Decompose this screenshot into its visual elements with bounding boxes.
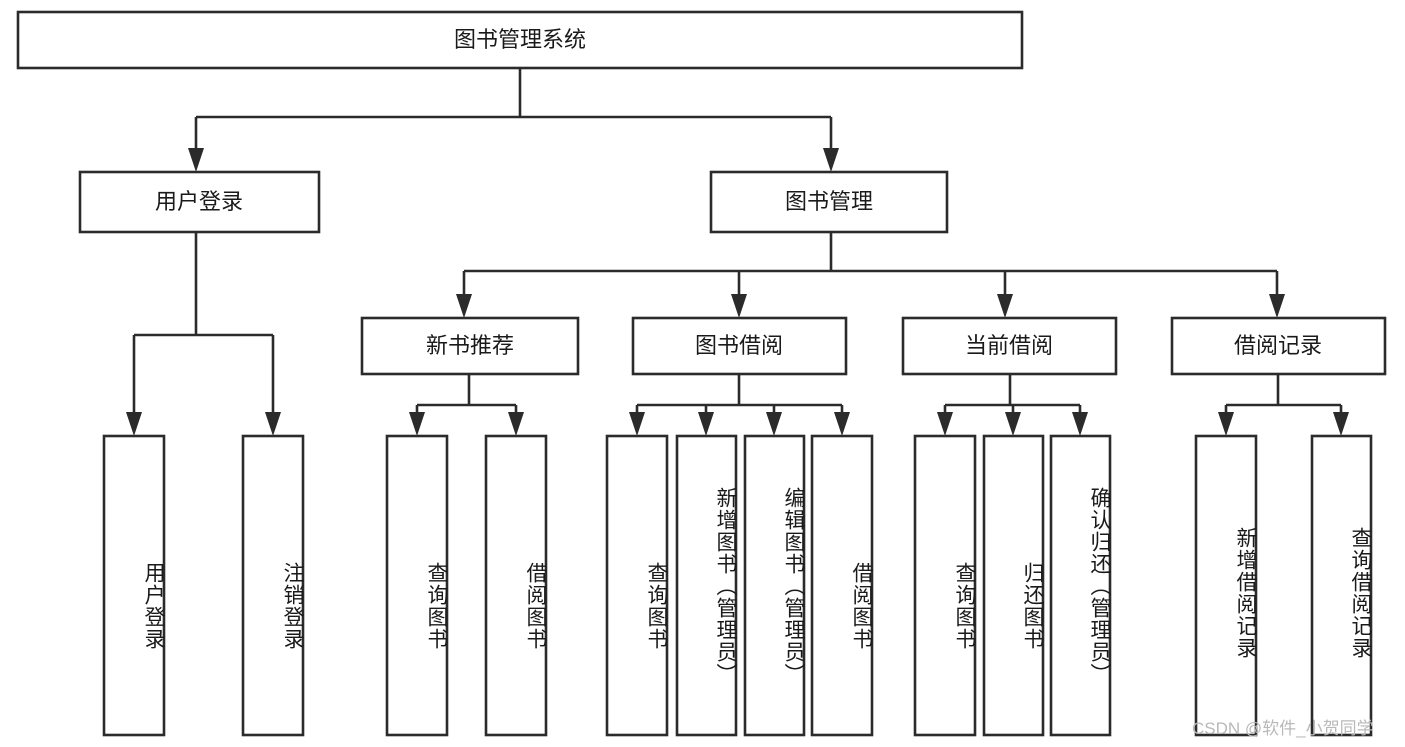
node-new-book-rec-label: 新书推荐 — [426, 333, 514, 358]
node-borrow-record-label: 借阅记录 — [1234, 333, 1322, 358]
node-book-manage[interactable]: 图书管理 — [709, 170, 949, 234]
node-book-manage-box[interactable] — [709, 170, 949, 234]
connector-group-book-manage — [456, 232, 1285, 318]
leaf-user-logout-box[interactable] — [241, 434, 305, 737]
leaf-query-book-1-box[interactable] — [385, 434, 449, 737]
node-root-label: 图书管理系统 — [454, 27, 586, 52]
node-current-borrow[interactable]: 当前借阅 — [901, 316, 1118, 376]
node-user-login[interactable]: 用户登录 — [78, 170, 321, 234]
node-borrow-record-box[interactable] — [1170, 316, 1387, 376]
arrow-leaf-borrow-book-2 — [834, 412, 850, 436]
leaf-user-login-box[interactable] — [102, 434, 166, 737]
node-current-borrow-box[interactable] — [901, 316, 1118, 376]
arrow-to-current-borrow — [997, 294, 1013, 318]
node-book-manage-label: 图书管理 — [785, 189, 873, 214]
arrow-leaf-query-record — [1333, 412, 1349, 436]
node-book-borrow[interactable]: 图书借阅 — [631, 316, 848, 376]
leaf-boxes — [102, 434, 1373, 737]
arrow-leaf-return-book — [1005, 412, 1021, 436]
leaf-query-book-2-box[interactable] — [605, 434, 669, 737]
leaf-confirm-return-box[interactable] — [1049, 434, 1112, 737]
arrow-to-borrow-record — [1269, 294, 1285, 318]
node-user-login-box[interactable] — [78, 170, 321, 234]
arrow-to-user-login — [188, 148, 204, 172]
leaf-borrow-book-1-box[interactable] — [484, 434, 548, 737]
node-root[interactable]: 图书管理系统 — [16, 10, 1024, 70]
arrow-leaf-add-record — [1218, 412, 1234, 436]
node-new-book-rec-box[interactable] — [360, 316, 580, 376]
leaf-add-record-box[interactable] — [1194, 434, 1258, 737]
connector-group-user-login — [126, 232, 281, 436]
arrow-to-book-manage — [823, 148, 839, 172]
connector-group-book-borrow — [629, 374, 850, 436]
node-book-borrow-label: 图书借阅 — [695, 333, 783, 358]
arrow-leaf-borrow-book-1 — [508, 412, 524, 436]
node-user-login-label: 用户登录 — [155, 189, 243, 214]
arrow-to-book-borrow — [731, 294, 747, 318]
node-current-borrow-label: 当前借阅 — [965, 333, 1053, 358]
connector-group-new-book-rec — [409, 374, 524, 436]
connector-group-root — [188, 68, 839, 172]
node-book-borrow-box[interactable] — [631, 316, 848, 376]
leaf-return-book-box[interactable] — [982, 434, 1045, 737]
arrow-leaf-query-book-2 — [629, 412, 645, 436]
arrow-leaf-user-logout — [265, 412, 281, 436]
arrow-leaf-query-book-3 — [937, 412, 953, 436]
node-new-book-rec[interactable]: 新书推荐 — [360, 316, 580, 376]
arrow-leaf-confirm-return — [1072, 412, 1088, 436]
leaf-add-book-box[interactable] — [675, 434, 738, 737]
leaf-edit-book-box[interactable] — [743, 434, 806, 737]
arrow-leaf-edit-book — [766, 412, 782, 436]
arrow-to-new-book-rec — [456, 294, 472, 318]
arrow-leaf-add-book — [698, 412, 714, 436]
node-root-box[interactable] — [16, 10, 1024, 70]
connector-group-current-borrow — [937, 374, 1088, 436]
arrow-leaf-user-login — [126, 412, 142, 436]
leaf-query-book-3-box[interactable] — [913, 434, 977, 737]
csdn-watermark: CSDN @软件_小贺同学 — [1192, 719, 1374, 738]
connector-group-borrow-record — [1218, 374, 1349, 436]
arrow-leaf-query-book-1 — [409, 412, 425, 436]
leaf-borrow-book-2-box[interactable] — [810, 434, 874, 737]
leaf-query-record-box[interactable] — [1310, 434, 1373, 737]
node-borrow-record[interactable]: 借阅记录 — [1170, 316, 1387, 376]
